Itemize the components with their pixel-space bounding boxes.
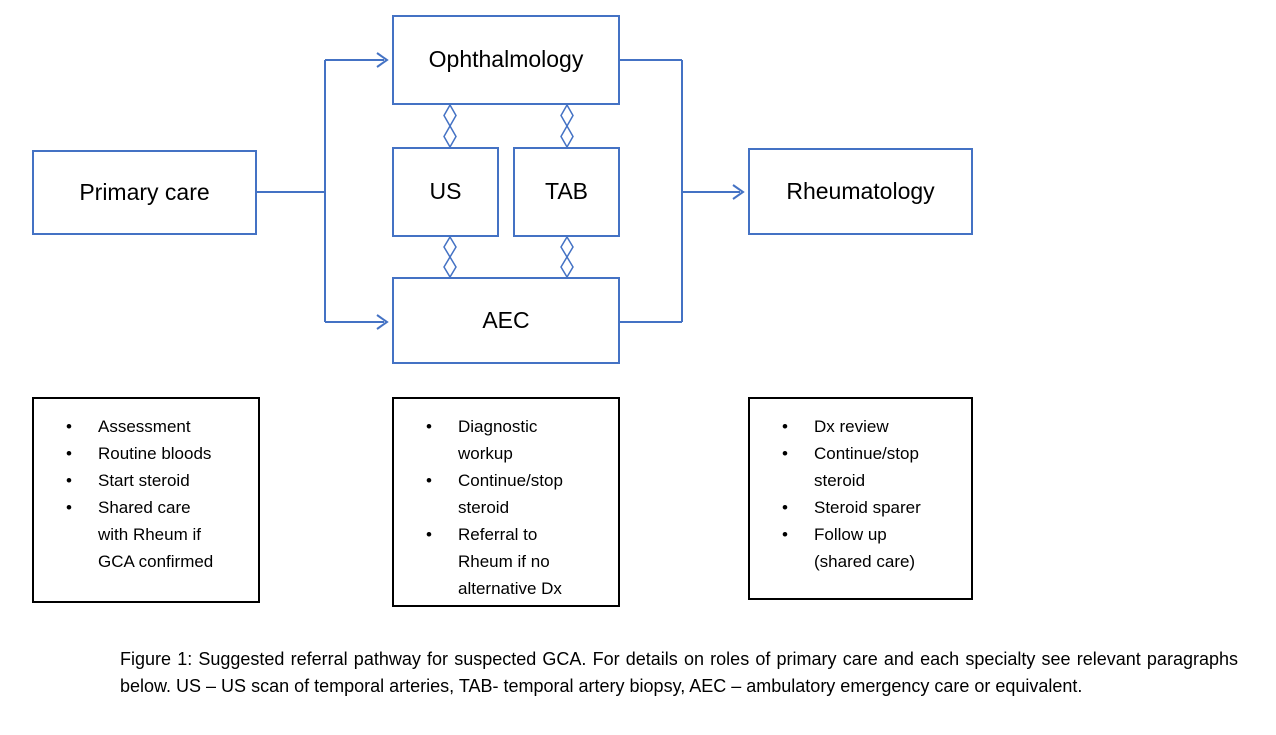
diamond-connector-ophthalmology-us: [443, 103, 457, 149]
node-ophthalmology-label: Ophthalmology: [428, 46, 584, 73]
list-item: Shared care with Rheum if GCA confirmed: [64, 494, 214, 575]
list-item: Continue/stop steroid: [780, 440, 930, 494]
node-aec-label: AEC: [482, 306, 530, 333]
node-rheumatology-label: Rheumatology: [786, 177, 935, 204]
list-item: Referral to Rheum if no alternative Dx: [424, 521, 574, 602]
list-item: Assessment: [64, 413, 214, 440]
arrowhead-to-aec: [376, 314, 389, 330]
specialty-roles-box: Diagnostic workup Continue/stop steroid …: [392, 397, 620, 607]
rheumatology-roles-box: Dx review Continue/stop steroid Steroid …: [748, 397, 973, 600]
list-item: Dx review: [780, 413, 930, 440]
diamond-connector-tab-aec: [560, 235, 574, 279]
node-ophthalmology: Ophthalmology: [392, 15, 620, 105]
diamond-connector-ophthalmology-tab: [560, 103, 574, 149]
primary-care-roles-box: Assessment Routine bloods Start steroid …: [32, 397, 260, 603]
node-primary-care: Primary care: [32, 150, 257, 235]
node-rheumatology: Rheumatology: [748, 148, 973, 235]
specialty-roles-list: Diagnostic workup Continue/stop steroid …: [424, 413, 574, 602]
node-tab-label: TAB: [544, 178, 589, 205]
connector-to-rheumatology: [620, 59, 745, 323]
figure-caption: Figure 1: Suggested referral pathway for…: [120, 649, 1238, 696]
arrowhead-to-ophthalmology: [376, 52, 389, 68]
node-us-label: US: [429, 178, 462, 205]
node-primary-care-label: Primary care: [79, 178, 210, 205]
arrowhead-to-rheumatology: [732, 184, 745, 200]
list-item: Follow up (shared care): [780, 521, 930, 575]
node-us: US: [392, 147, 499, 237]
list-item: Routine bloods: [64, 440, 214, 467]
diamond-connector-us-aec: [443, 235, 457, 279]
node-aec: AEC: [392, 277, 620, 364]
list-item: Steroid sparer: [780, 494, 930, 521]
connector-primary-care-branch: [257, 52, 389, 330]
list-item: Continue/stop steroid: [424, 467, 574, 521]
rheumatology-roles-list: Dx review Continue/stop steroid Steroid …: [780, 413, 930, 575]
list-item: Diagnostic workup: [424, 413, 574, 467]
primary-care-roles-list: Assessment Routine bloods Start steroid …: [64, 413, 214, 575]
node-tab: TAB: [513, 147, 620, 237]
list-item: Start steroid: [64, 467, 214, 494]
